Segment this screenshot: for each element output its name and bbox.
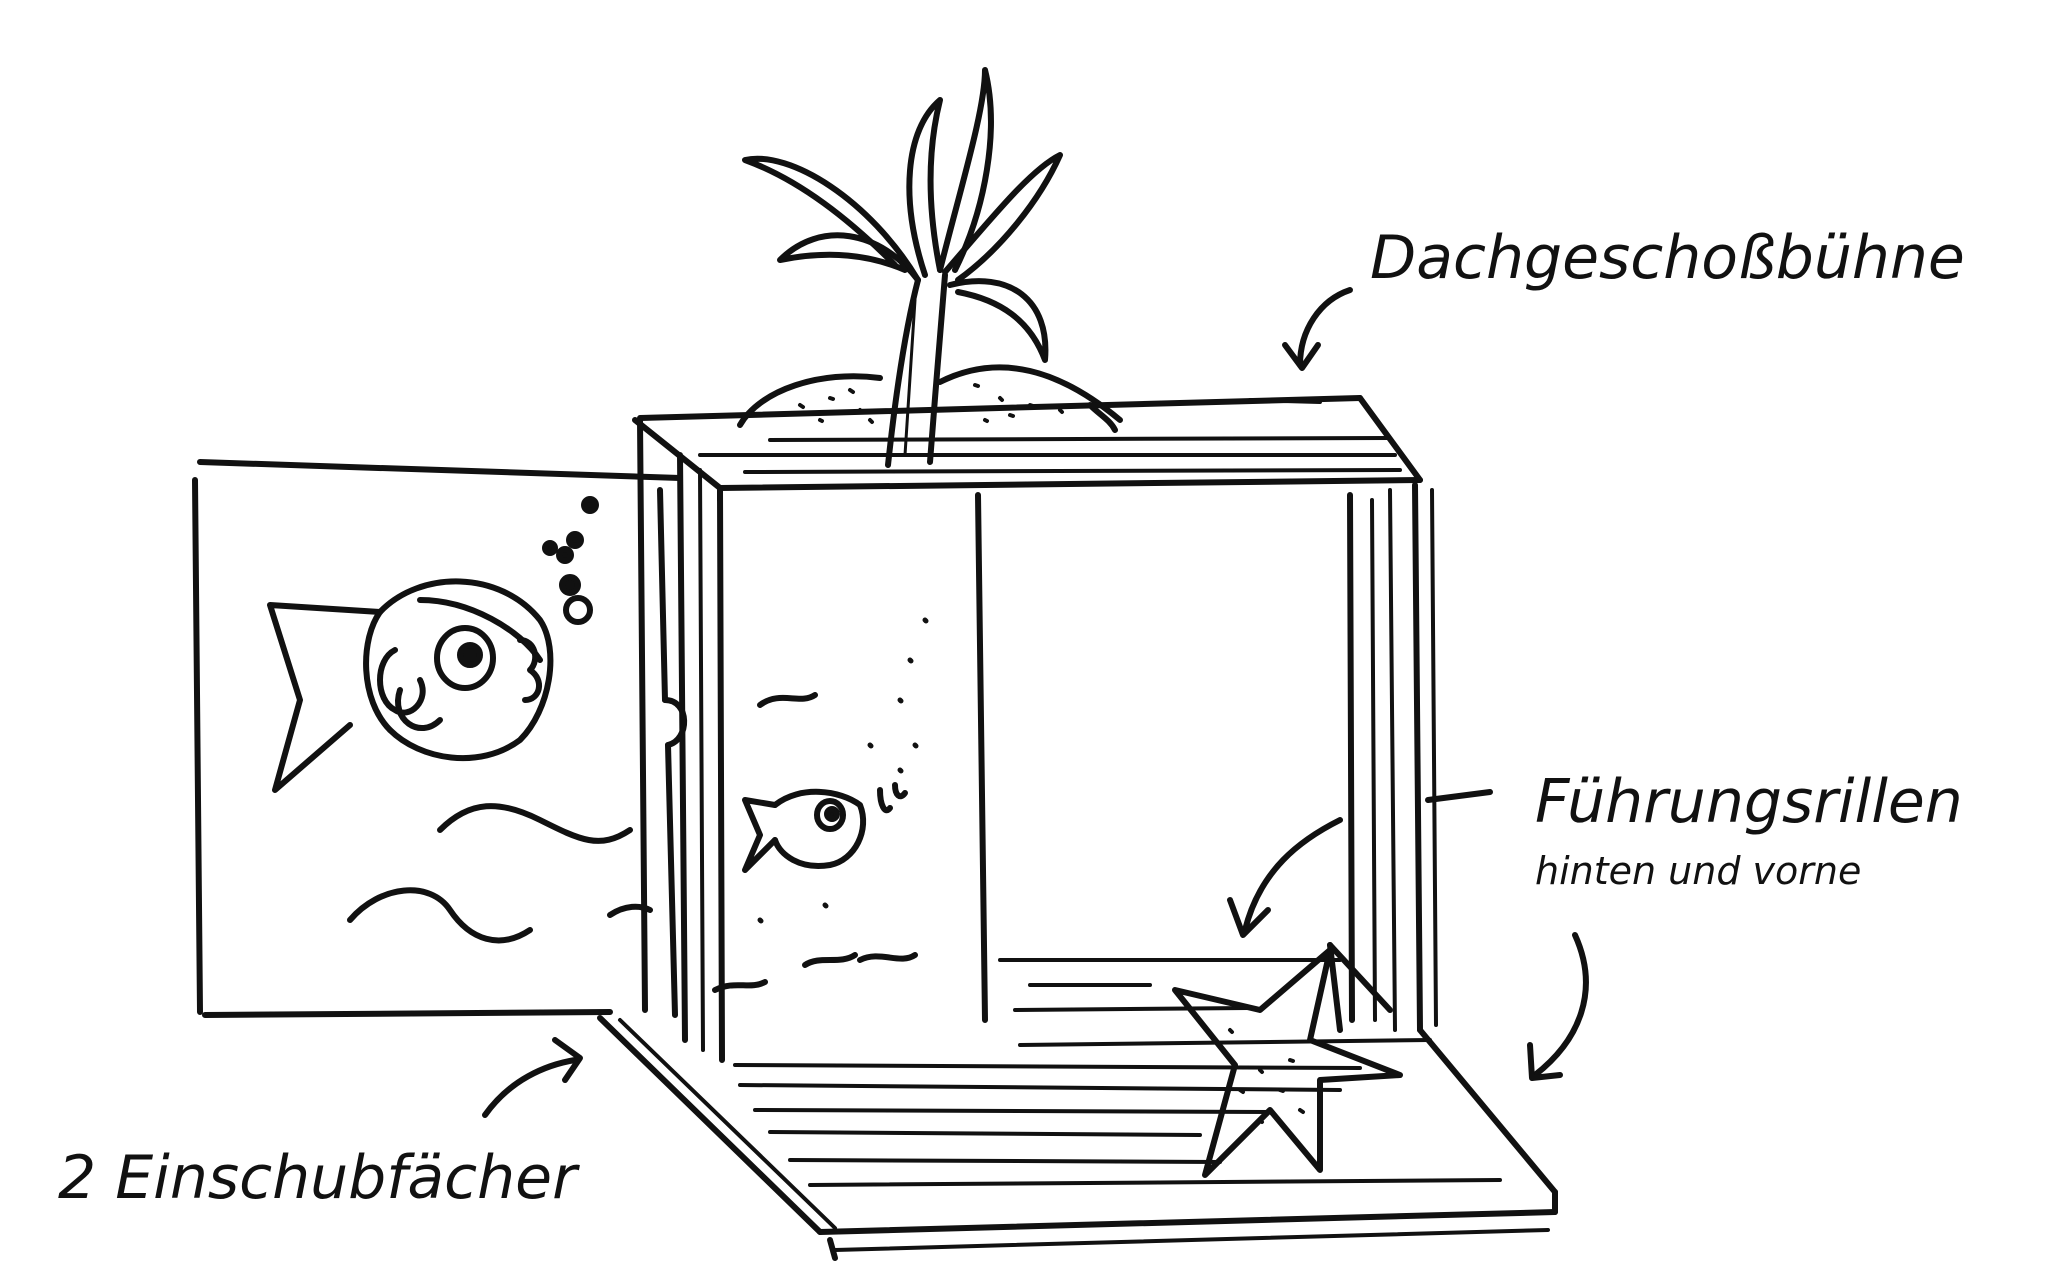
roof-board [635,398,1420,500]
small-fish [745,785,905,870]
waves [350,695,915,990]
guide-grooves-sublabel: hinten und vorne [1535,849,1862,893]
arrow-grooves-left [1230,792,1490,935]
arrow-roof [1285,290,1350,368]
sail-shape [1330,945,1390,1030]
guide-grooves-label: Führungsrillen [1535,767,1963,837]
arrow-drawers [485,1040,580,1115]
starfish [1175,950,1400,1175]
base-board [600,960,1555,1258]
background-board [195,462,684,1015]
water-dots [760,620,926,921]
big-fish [270,581,550,790]
arrow-grooves-right [1530,935,1586,1078]
roof-stage-label: Dachgeschoßbühne [1370,223,1965,293]
bubbles [545,499,596,622]
sand-mound [740,367,1120,430]
frame-left-side [640,420,722,1060]
frame-front [978,485,1436,1030]
drawer-slots-label: 2 Einschubfächer [58,1143,577,1213]
